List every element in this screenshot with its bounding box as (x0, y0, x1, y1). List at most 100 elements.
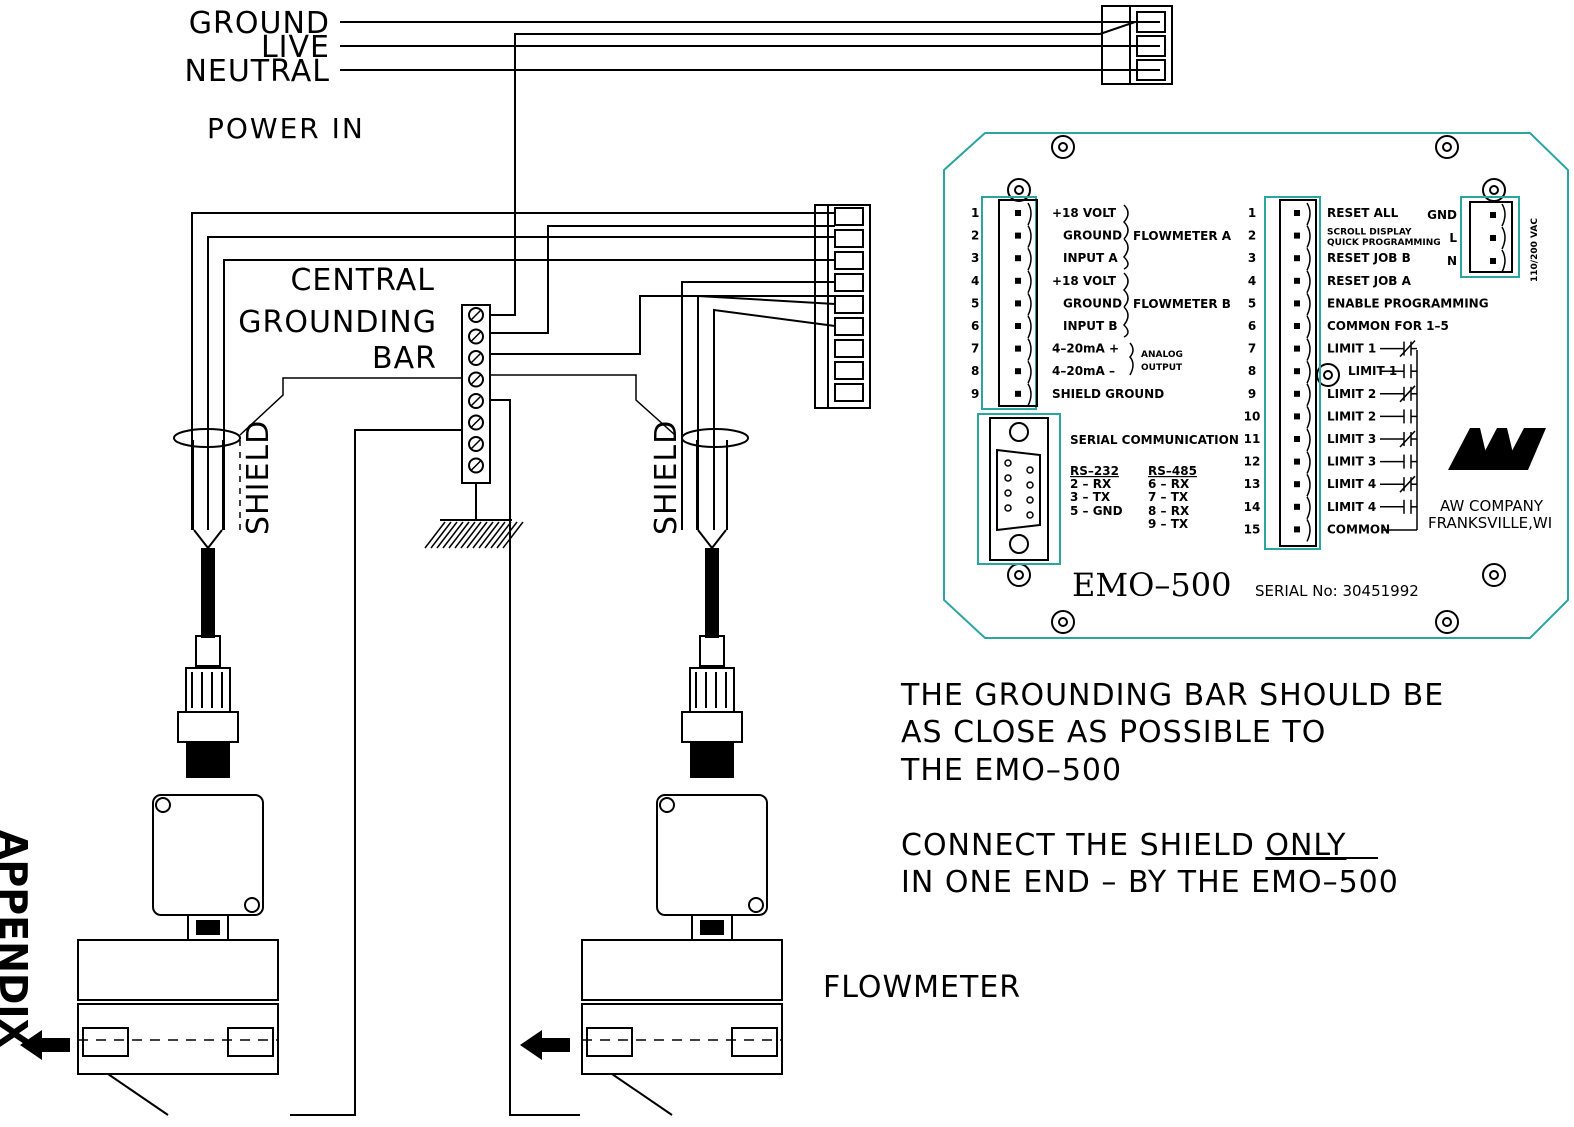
company-city: FRANKSVILLE,WI (1428, 514, 1552, 532)
left-terminal-number: 4 (971, 274, 979, 288)
screw-icon (468, 414, 484, 431)
power-neutral-label: NEUTRAL (184, 54, 330, 89)
right-terminal-number: 5 (1248, 296, 1256, 310)
serial-comm-label: SERIAL COMMUNICATION (1070, 433, 1239, 447)
panel-voltage: 110/200 VAC (1530, 218, 1540, 282)
power-wires (340, 21, 1160, 316)
screw-icon (244, 897, 260, 913)
screw-icon (1435, 610, 1459, 634)
left-terminal-label: INPUT A (1063, 251, 1118, 265)
left-terminal-number: 8 (971, 364, 979, 378)
power-terminal-label: GND (1427, 208, 1457, 222)
rs485-line-1: 6 – RX (1148, 477, 1190, 491)
flow-arrow-icon (520, 1030, 570, 1060)
left-terminal-number: 9 (971, 387, 979, 401)
flowmeter-body (77, 939, 279, 1001)
right-terminal-label: LIMIT 1 (1348, 364, 1397, 378)
bar-to-terminal-wires (290, 225, 835, 1116)
note-line-1: THE GROUNDING BAR SHOULD BE (900, 678, 1444, 713)
terminal-slot (834, 273, 864, 292)
terminal-slot (834, 361, 864, 380)
right-terminal-label: LIMIT 2 (1327, 409, 1376, 423)
screw-icon (659, 797, 675, 813)
grounding-bar-label-3: BAR (372, 341, 437, 376)
left-terminal-number: 3 (971, 251, 979, 265)
power-ground-label: GROUND (189, 6, 330, 41)
flowmeter-body (581, 939, 783, 1001)
company-name: AW COMPANY (1440, 497, 1544, 515)
shield-label-left: SHIELD (241, 420, 276, 535)
power-terminal-label: L (1449, 231, 1457, 245)
rs485-line-3: 8 – RX (1148, 504, 1190, 518)
note-line-2: AS CLOSE AS POSSIBLE TO (901, 715, 1326, 750)
grounding-bar-label-2: GROUNDING (238, 305, 437, 340)
right-terminal-number: 7 (1248, 342, 1256, 356)
terminal-slot (834, 339, 864, 358)
right-terminal-number: 4 (1248, 274, 1256, 288)
flow-arrow-icon (20, 1030, 70, 1060)
junction-box (656, 794, 768, 916)
shield-ring-left (173, 428, 241, 448)
serial-number: SERIAL No: 30451992 (1255, 582, 1419, 600)
left-terminal-label: +18 VOLT (1052, 206, 1117, 220)
left-terminal-number: 2 (971, 229, 979, 243)
grounding-bar (424, 304, 524, 549)
terminal-slot (834, 229, 864, 248)
rs232-line-1: 2 – RX (1070, 477, 1112, 491)
screw-icon (468, 457, 484, 474)
right-terminal-number: 11 (1244, 432, 1261, 446)
right-terminal-label: ENABLE PROGRAMMING (1327, 296, 1489, 310)
right-terminal-number: 12 (1244, 455, 1261, 469)
right-terminal-number: 9 (1248, 387, 1256, 401)
left-terminal-label: INPUT B (1063, 319, 1118, 333)
grounding-bar-label-1: CENTRAL (290, 263, 435, 298)
left-terminal-label: +18 VOLT (1052, 274, 1117, 288)
right-terminal-label: COMMON FOR 1–5 (1327, 319, 1449, 333)
left-terminal-label: GROUND (1063, 229, 1122, 243)
analog-label-1: ANALOG (1141, 350, 1183, 360)
right-terminal-label: RESET JOB B (1327, 251, 1411, 265)
terminal-slot (834, 295, 864, 314)
left-terminal-label: SHIELD GROUND (1052, 387, 1164, 401)
screw-icon (468, 328, 484, 345)
flowmeter-label: FLOWMETER (823, 970, 1021, 1005)
left-terminal-label: GROUND (1063, 296, 1122, 310)
screw-icon (468, 307, 484, 323)
power-in-title: POWER IN (207, 112, 365, 145)
power-terminal-label: N (1447, 254, 1457, 268)
power-live-label: LIVE (261, 30, 330, 65)
right-terminal-label: LIMIT 2 (1327, 387, 1376, 401)
rs485-line-4: 9 – TX (1148, 517, 1189, 531)
left-terminal-label: 4–20mA + (1052, 342, 1119, 356)
screw-icon (1482, 563, 1506, 587)
quick-programming-label: QUICK PROGRAMMING (1327, 238, 1441, 248)
right-terminal-number: 6 (1248, 319, 1256, 333)
screw-icon (1007, 563, 1031, 587)
right-terminal-label: LIMIT 4 (1327, 500, 1376, 514)
flowmeter-a-wires (191, 212, 835, 530)
rs485-line-2: 7 – TX (1148, 490, 1189, 504)
right-terminal-label: LIMIT 3 (1327, 455, 1376, 469)
note-line-3: THE EMO–500 (900, 753, 1122, 788)
screw-icon (748, 897, 764, 913)
right-terminal-number: 3 (1248, 251, 1256, 265)
screw-icon (1435, 135, 1459, 159)
right-terminal-label: LIMIT 1 (1327, 342, 1376, 356)
rs232-line-3: 5 – GND (1070, 504, 1123, 518)
flowmeter-pipe (77, 1003, 279, 1075)
flowmeter-left (20, 440, 279, 1116)
right-terminal-label: COMMON (1327, 522, 1390, 536)
power-terminal-block (1101, 5, 1173, 85)
left-terminal-number: 6 (971, 319, 979, 333)
terminal-slot (834, 251, 864, 270)
left-terminal-number: 5 (971, 296, 979, 310)
screw-icon (468, 371, 484, 388)
left-terminal-number: 7 (971, 342, 979, 356)
note-line-4: CONNECT THE SHIELD ONLY (901, 828, 1346, 863)
right-terminal-number: 1 (1248, 206, 1256, 220)
shield-label-right: SHIELD (649, 420, 684, 535)
group-b-label: FLOWMETER B (1133, 297, 1231, 311)
shield-ring-right (681, 428, 749, 448)
